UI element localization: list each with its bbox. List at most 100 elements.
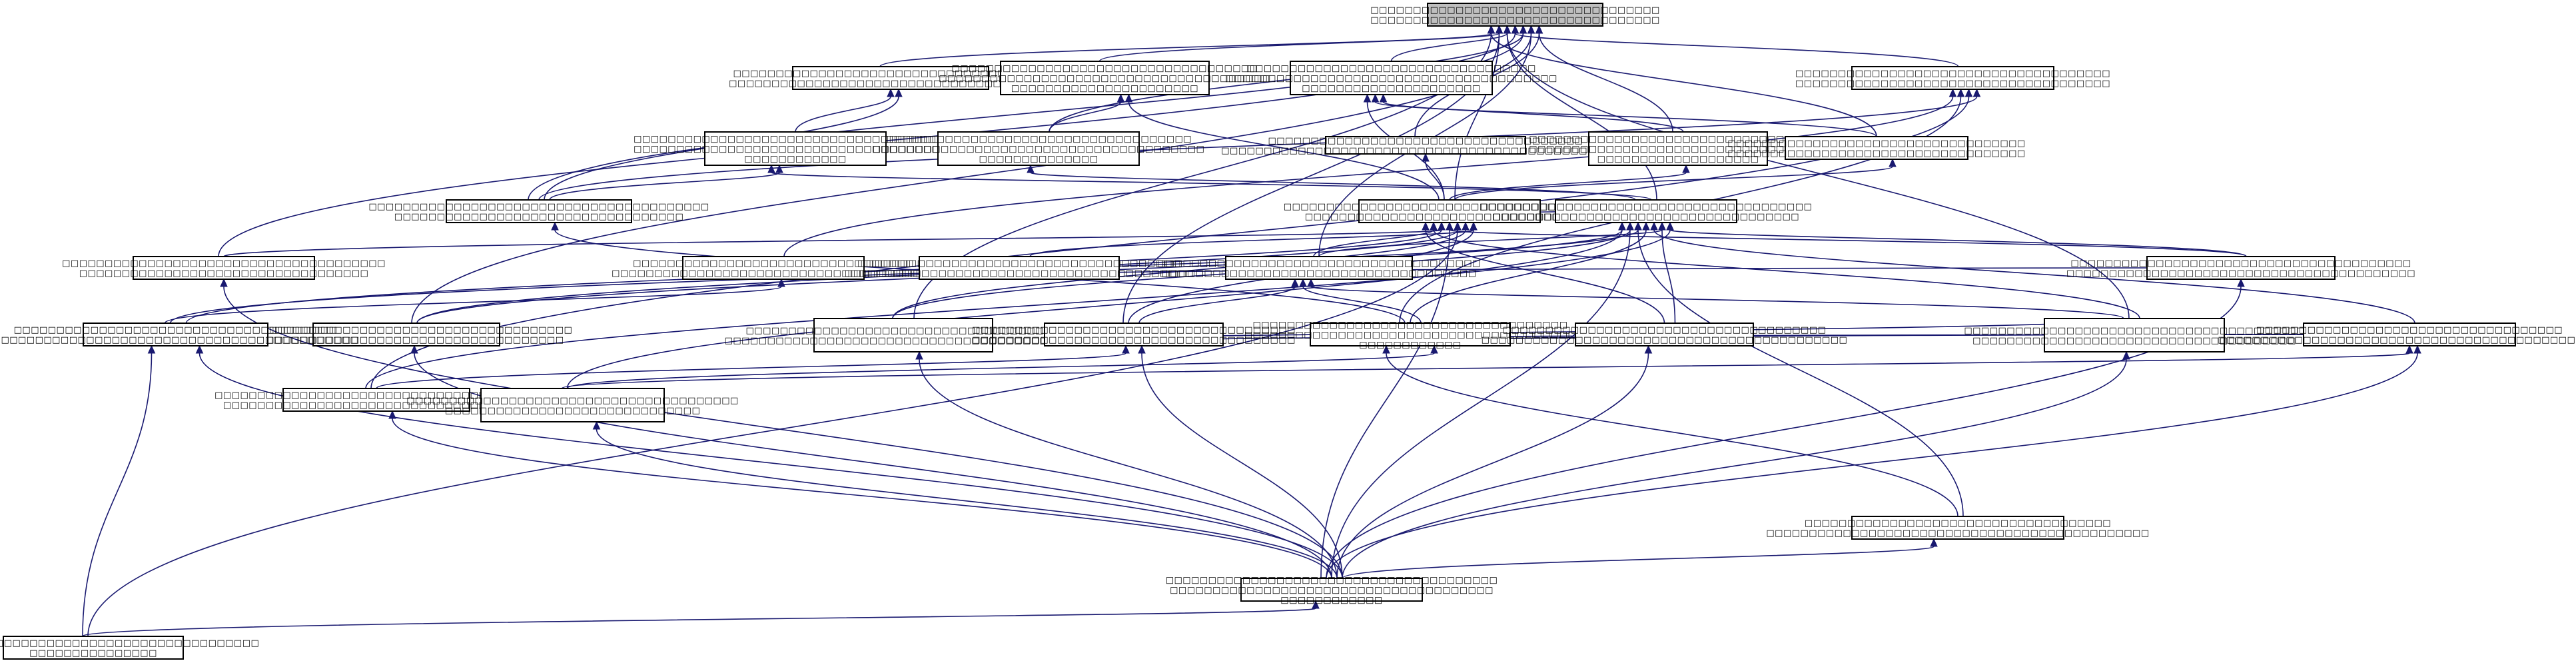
edge-arrowhead	[1138, 344, 1146, 354]
edge-line	[1342, 546, 1934, 579]
graph-edge	[1307, 278, 2124, 319]
edge-line	[414, 352, 1332, 579]
node-label-line: □□□□□□□□□□□□□□□□□□□□□□□□□□□□□□□□□□□□□□□□…	[1766, 528, 2149, 538]
graph-edge	[82, 600, 1320, 637]
edge-arrowhead	[1535, 25, 1543, 34]
graph-edge	[1658, 221, 1676, 324]
edge-arrowhead	[147, 344, 156, 354]
edge-line	[566, 229, 1623, 389]
graph-edge	[561, 344, 2413, 389]
edge-line	[1653, 229, 2415, 324]
node-label-line: □□□□□□□□□□□□□□□	[29, 648, 157, 658]
edge-line	[1637, 229, 1964, 517]
edge-line	[919, 358, 1338, 579]
node-box	[1575, 323, 1754, 346]
node-label-line: □□□□□□□□□□□□□□□□□□□□□□□□□□□□□□□□□□□□□□	[1972, 336, 2296, 346]
edge-line	[1538, 33, 1673, 133]
node-box	[83, 323, 268, 346]
graph-node[interactable]: □□□□□□□□□□□□□□□□□□□□□□□□□□□□□□□□□□□□□□□□…	[0, 323, 358, 346]
node-label-line: □□□□□□□□□□□□□□□□□□□□□□□□□□□□□□□□□□	[79, 269, 369, 279]
node-box	[704, 131, 887, 166]
node-label-line: □□□□□□□□□□□□□□□□□□□	[1597, 155, 1759, 165]
graph-node[interactable]: □□□□□□□□□□□□□□□□□□□□□□□□□□□□□□□□□□□□□□□□…	[0, 636, 259, 660]
graph-node[interactable]: □□□□□□□□□□□□□□□□□□□□□□□□□□□□□□□□□□□□□□□□…	[1284, 199, 1616, 223]
graph-node[interactable]: □□□□□□□□□□□□□□□□□□□□□□□□□□□□□□□□□□□□□□□□…	[972, 323, 1296, 346]
graph-node[interactable]: □□□□□□□□□□□□□□□□□□□□□□□□□□□□□□□□□□□□□□□□…	[1166, 576, 1498, 606]
graph-node[interactable]: □□□□□□□□□□□□□□□□□□□□□□□□□□□□□□□□□□□□□□□□…	[1225, 61, 1557, 95]
graph-node[interactable]: □□□□□□□□□□□□□□□□□□□□□□□□□□□□□□□□□□□□□□□□…	[2066, 256, 2415, 280]
edge-arrowhead	[1422, 221, 1430, 231]
node-box	[1325, 136, 1526, 155]
edge-arrowhead	[1116, 93, 1125, 103]
graph-node[interactable]: □□□□□□□□□□□□□□□□□□□□□□□□□□□□□□□□□□□□□□□□…	[1964, 318, 2304, 352]
node-label-line: □□□□□□□□□□□□□□□□□□□□□□□□□□□□□□□□□□□□□□□	[1284, 202, 1616, 212]
graph-node[interactable]: □□□□□□□□□□□□□□□□□□□□□□□□□□□□□□□□□□□□□□□□…	[725, 318, 1082, 352]
edge-line	[561, 352, 2410, 389]
node-box	[2146, 256, 2336, 280]
graph-node[interactable]: □□□□□□□□□□□□□□□□□□□□□□□□□□□□□□□□□□□□□□□□…	[1480, 199, 1813, 223]
edge-line	[1661, 229, 1676, 324]
graph-edge	[1410, 221, 1650, 324]
node-label-line: □□□□□□□□□□□□□□□□□□□□□□□□□□□□□□□□□□□	[1727, 139, 2025, 149]
graph-node[interactable]: □□□□□□□□□□□□□□□□□□□□□□□□□□□□□□□□□□□□□□□□…	[939, 61, 1271, 95]
edge-arrowhead	[1446, 221, 1454, 231]
node-label-line: □□□□□□□□□□□□□□□□□□□□□□□□□□□□□□□□□□□□□□□□…	[0, 335, 358, 345]
edge-arrowhead	[1527, 25, 1535, 34]
edge-line	[1669, 229, 2247, 257]
node-label-line: □□□□□□□□□□□□□□□□□□□□□□□□□□□□□□□□□□□□	[1805, 518, 2111, 528]
graph-node[interactable]: □□□□□□□□□□□□□□□□□□□□□□□□□□□□□□□□□□□□□□□□…	[1244, 321, 1577, 350]
edge-arrowhead	[1495, 25, 1503, 34]
node-label-line: □□□□□□□□□□□□□□□□□□□□□□□□□□□□□□□□□□□□□□	[857, 259, 1181, 269]
node-label-line: □□□□□□□□□□□□□□□□□□□□□□□□□□□□□□□□□□	[1370, 15, 1660, 25]
graph-edge	[410, 344, 1332, 579]
node-box	[1240, 578, 1423, 602]
graph-node[interactable]: □□□□□□□□□□□□□□□□□□□□□□□□□□□□□□□□□□□□□□□□…	[1157, 256, 1481, 280]
graph-node[interactable]: □□□□□□□□□□□□□□□□□□□□□□□□□□□□□□□□□□□□□□□□…	[1221, 136, 1630, 156]
edge-line	[376, 352, 1126, 389]
graph-edge	[783, 88, 1957, 257]
edge-arrowhead	[1644, 344, 1653, 354]
node-box	[1588, 131, 1768, 166]
graph-node[interactable]: □□□□□□□□□□□□□□□□□□□□□□□□□□□□□□□□□□□□□□□□…	[845, 256, 1194, 280]
graph-node[interactable]: □□□□□□□□□□□□□□□□□□□□□□□□□□□□□□□□□□□□□□□□…	[1795, 66, 2110, 90]
node-label-line: □□□□□□□□□□□□□□□□□□□□□□□□□□□□□□□□□□□□□□□□…	[845, 269, 1194, 279]
graph-node[interactable]: □□□□□□□□□□□□□□□□□□□□□□□□□□□□□□□□□□□□□□□□…	[873, 131, 1205, 166]
edge-arrowhead	[915, 350, 923, 360]
graph-node[interactable]: □□□□□□□□□□□□□□□□□□□□□□□□□□□□□□□□□□□□□□□□…	[62, 256, 386, 280]
edge-line	[1336, 352, 1649, 579]
graph-edge	[1454, 158, 1897, 201]
edge-line	[1454, 33, 1500, 201]
graph-node[interactable]: □□□□□□□□□□□□□□□□□□□□□□□□□□□□□□□□□□□□□□□□…	[729, 66, 1053, 90]
node-box	[480, 388, 665, 422]
graph-node[interactable]: □□□□□□□□□□□□□□□□□□□□□□□□□□□□□□□□□□□□□□□□…	[368, 199, 709, 223]
edge-line	[1310, 286, 2124, 319]
graph-node[interactable]: □□□□□□□□□□□□□□□□□□□□□□□□□□□□□□□□□□□□□□□□…	[612, 256, 935, 280]
graph-edge	[1049, 93, 1125, 133]
graph-node[interactable]: □□□□□□□□□□□□□□□□□□□□□□□□□□□□□□□□□□□□□□□□…	[1727, 136, 2025, 160]
graph-node[interactable]: □□□□□□□□□□□□□□□□□□□□□□□□□□□□□□□□□□□□□□□□…	[215, 388, 538, 412]
edge-arrowhead	[1889, 158, 1897, 167]
graph-node[interactable]: □□□□□□□□□□□□□□□□□□□□□□□□□□□□□□□□□□□□□□□□…	[240, 323, 573, 346]
node-label-line: □□□□□□□□□□□□□□□□□□□□□□□□□□□□□□□□□□	[1305, 212, 1595, 222]
node-label-line: □□□□□□□□□□□□□□□□□□□□□□□□□□□□□□□□□□□□□□□	[0, 638, 259, 648]
edge-arrowhead	[410, 344, 418, 354]
graph-node[interactable]: □□□□□□□□□□□□□□□□□□□□□□□□□□□□□□□□□□□□□□□□…	[2218, 323, 2576, 346]
graph-node[interactable]: □□□□□□□□□□□□□□□□□□□□□□□□□□□□□□□□□□□□□□□□…	[1529, 131, 1827, 166]
node-label-line: □□□□□□□□□□□□□□□□□□□□□□□□□□□□□□□□□□	[1370, 5, 1660, 15]
graph-node[interactable]: □□□□□□□□□□□□□□□□□□□□□□□□□□□□□□□□□□□□□□□□…	[1482, 323, 1848, 346]
edge-line	[1138, 286, 1296, 324]
node-label-line: □□□□□□□□□□□□□□□□□□□□□□□□□□□□□□□□□□□□□□□	[1225, 74, 1557, 84]
graph-node[interactable]: □□□□□□□□□□□□□□□□□□□□□□□□□□□□□□□□□□□□□□□□…	[634, 131, 957, 166]
edge-line	[223, 229, 1442, 257]
edge-line	[1514, 33, 1959, 67]
graph-node[interactable]: □□□□□□□□□□□□□□□□□□□□□□□□□□□□□□□□□□□□□□□□…	[406, 388, 739, 422]
node-box	[813, 318, 993, 352]
edge-arrowhead	[1312, 600, 1320, 609]
graph-edge	[376, 344, 1130, 389]
node-box	[1225, 256, 1413, 280]
graph-edge	[365, 221, 1674, 389]
graph-node[interactable]: □□□□□□□□□□□□□□□□□□□□□□□□□□□□□□□□□□□□□□□□…	[1766, 516, 2149, 540]
root-node[interactable]: □□□□□□□□□□□□□□□□□□□□□□□□□□□□□□□□□□□□□□□□…	[1370, 3, 1660, 27]
node-label-line: □□□□□□□□□□□□□□□□□□□□□□□□□□□□□□□□□□□□□□	[972, 325, 1296, 335]
edge-line	[82, 608, 1316, 637]
